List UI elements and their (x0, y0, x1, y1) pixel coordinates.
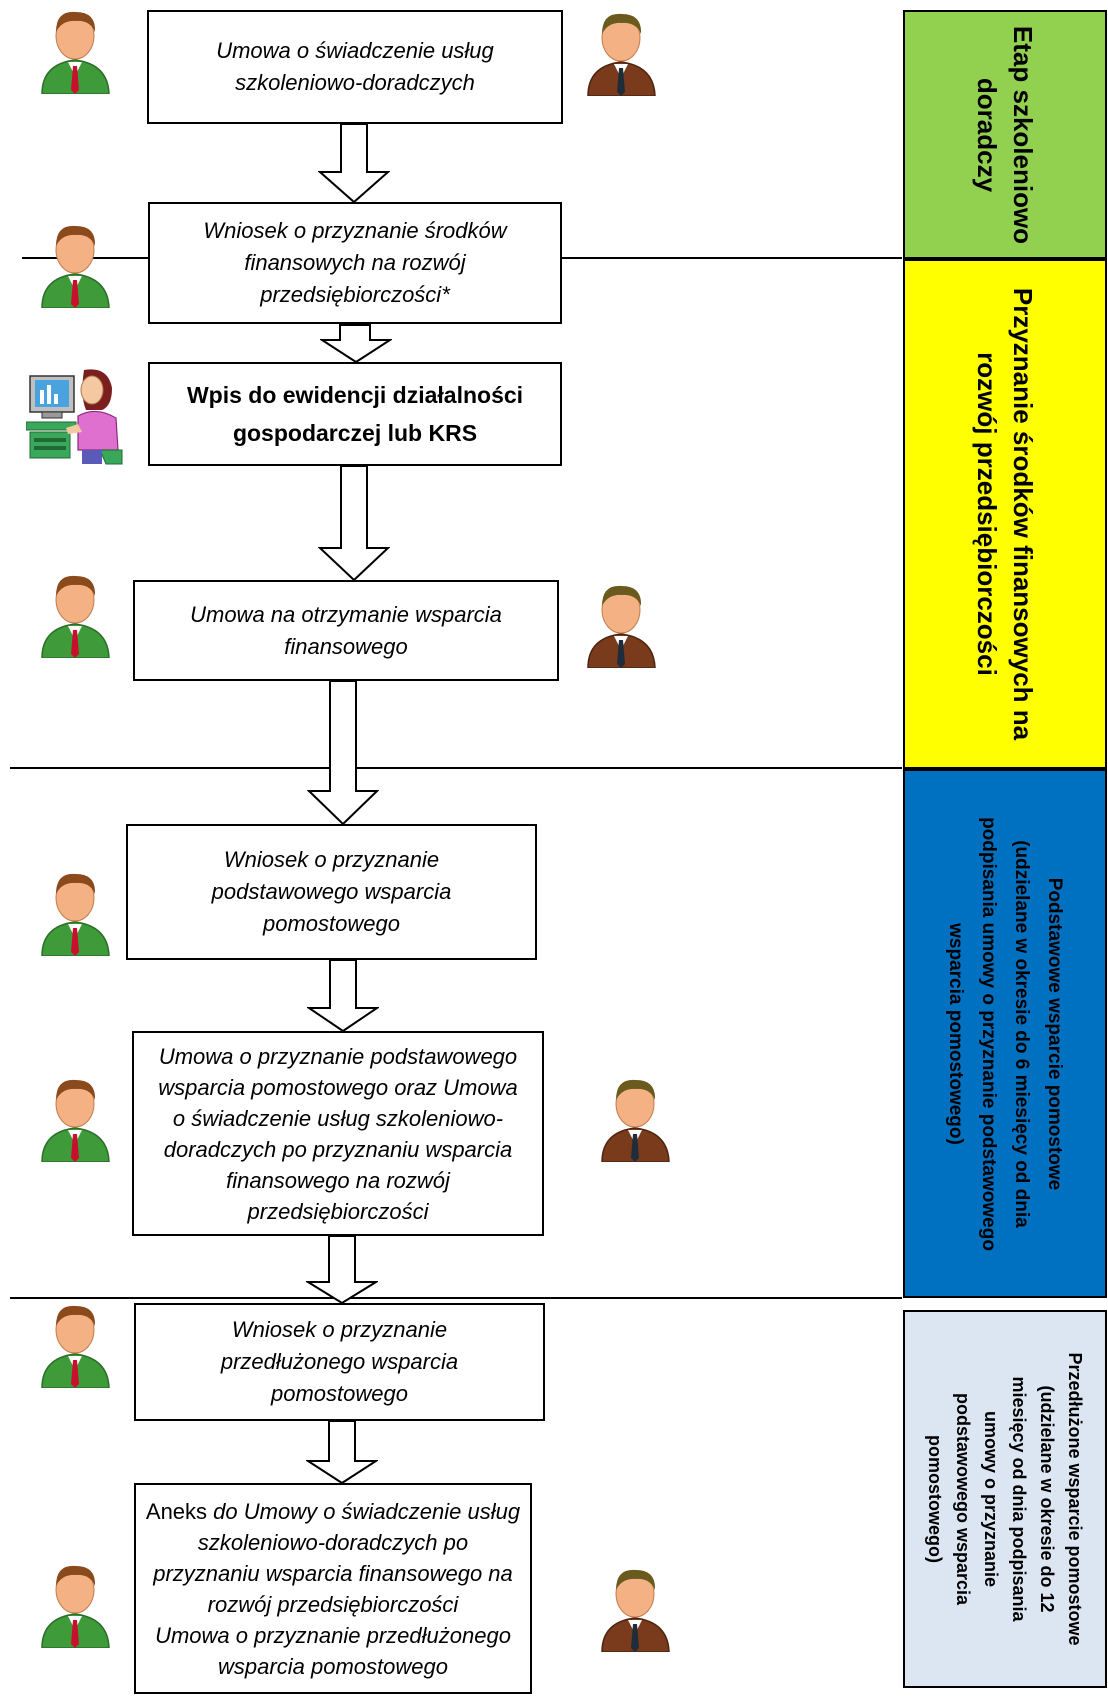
band-przedluzone-label: Przedłużone wsparcie pomostowe (udzielan… (925, 1352, 1085, 1646)
band-podstawowe-wsparcie: Podstawowe wsparcie pomostowe (udzielane… (903, 769, 1107, 1298)
arrow-down-7 (306, 1421, 378, 1485)
arrow-down-3 (318, 466, 390, 582)
person-brown-icon (587, 13, 656, 96)
person-green-icon (41, 1079, 110, 1162)
arrow-down-5 (307, 960, 379, 1033)
person-green-icon (41, 575, 110, 658)
box-umowa-wsparcie-finansowe: Umowa na otrzymanie wsparcia finansowego (133, 580, 559, 681)
band-etap-label: Etap szkoleniowo doradczy (972, 25, 1038, 244)
person-green-icon (41, 225, 110, 308)
arrow-down-6 (306, 1236, 378, 1305)
person-brown-icon (587, 585, 656, 668)
box-umowa-podstawowe-wsparcie: Umowa o przyznanie podstawowego wsparcia… (132, 1031, 544, 1236)
box-wniosek-srodki-finansowe: Wniosek o przyznanie środków finansowych… (148, 202, 562, 324)
person-green-icon (41, 873, 110, 956)
separator-line-2 (10, 767, 902, 769)
band-przyznanie-srodkow: Przyznanie środków finansowych na rozwój… (903, 259, 1107, 769)
person-green-icon (41, 1565, 110, 1648)
person-brown-icon (601, 1079, 670, 1162)
separator-line-3 (10, 1297, 902, 1299)
box-umowa-szkoleniowo-doradcza: Umowa o świadczenie usług szkoleniowo-do… (147, 10, 563, 124)
aneks-prefix: Aneks (145, 1498, 208, 1524)
box-wniosek-przedluzone-wsparcie: Wniosek o przyznanie przedłużonego wspar… (134, 1303, 545, 1421)
person-green-icon (41, 1305, 110, 1388)
person-green-icon (41, 11, 110, 94)
band-przedluzone-wsparcie: Przedłużone wsparcie pomostowe (udzielan… (903, 1310, 1107, 1688)
arrow-down-2 (320, 324, 392, 364)
band-etap-szkoleniowo-doradczy: Etap szkoleniowo doradczy (903, 10, 1107, 259)
box-wpis-ewidencja-krs: Wpis do ewidencji działalności gospodarc… (148, 362, 562, 466)
person-brown-icon (601, 1569, 670, 1652)
box-wniosek-podstawowe-wsparcie: Wniosek o przyznanie podstawowego wsparc… (126, 824, 537, 960)
box-aneks-umowa-przedluzone: Aneks do Umowy o świadczenie usług szkol… (134, 1483, 532, 1694)
woman-at-computer-icon (26, 369, 123, 465)
arrow-down-4 (307, 681, 379, 826)
band-podstawowe-label: Podstawowe wsparcie pomostowe (udzielane… (945, 816, 1065, 1251)
arrow-down-1 (318, 124, 390, 204)
band-przyznanie-label: Przyznanie środków finansowych na rozwój… (972, 287, 1038, 741)
